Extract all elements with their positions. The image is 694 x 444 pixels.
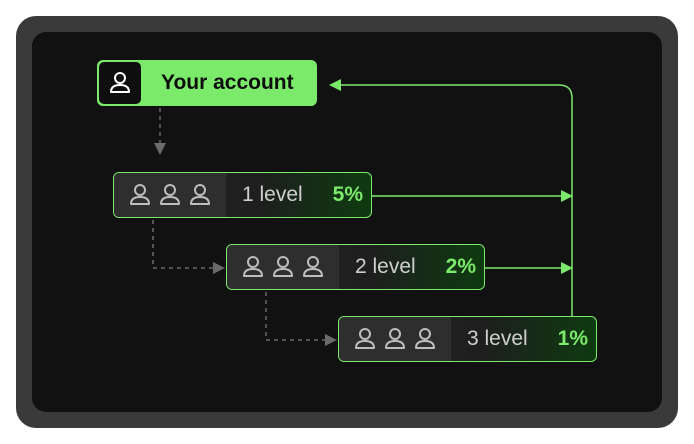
account-label: Your account (161, 71, 294, 94)
level-2-percent: 2% (445, 255, 476, 278)
users-group-icon (114, 173, 226, 217)
level-1-percent: 5% (332, 183, 363, 206)
green-line-return (329, 79, 573, 316)
level-1-node: 1 level 5% (113, 172, 372, 218)
level-3-label: 3 level (467, 327, 528, 350)
users-group-icon (339, 317, 451, 361)
level-1-label: 1 level (242, 183, 303, 206)
level-3-percent: 1% (557, 327, 588, 350)
level-2-label: 2 level (355, 255, 416, 278)
level-2-node: 2 level 2% (226, 244, 485, 290)
your-account-node: Your account (97, 60, 317, 106)
dashed-arrow-level2-level3 (265, 292, 337, 346)
dashed-arrow-level1-level2 (152, 220, 225, 274)
user-icon (99, 62, 141, 104)
level-3-node: 3 level 1% (338, 316, 597, 362)
users-group-icon (227, 245, 339, 289)
